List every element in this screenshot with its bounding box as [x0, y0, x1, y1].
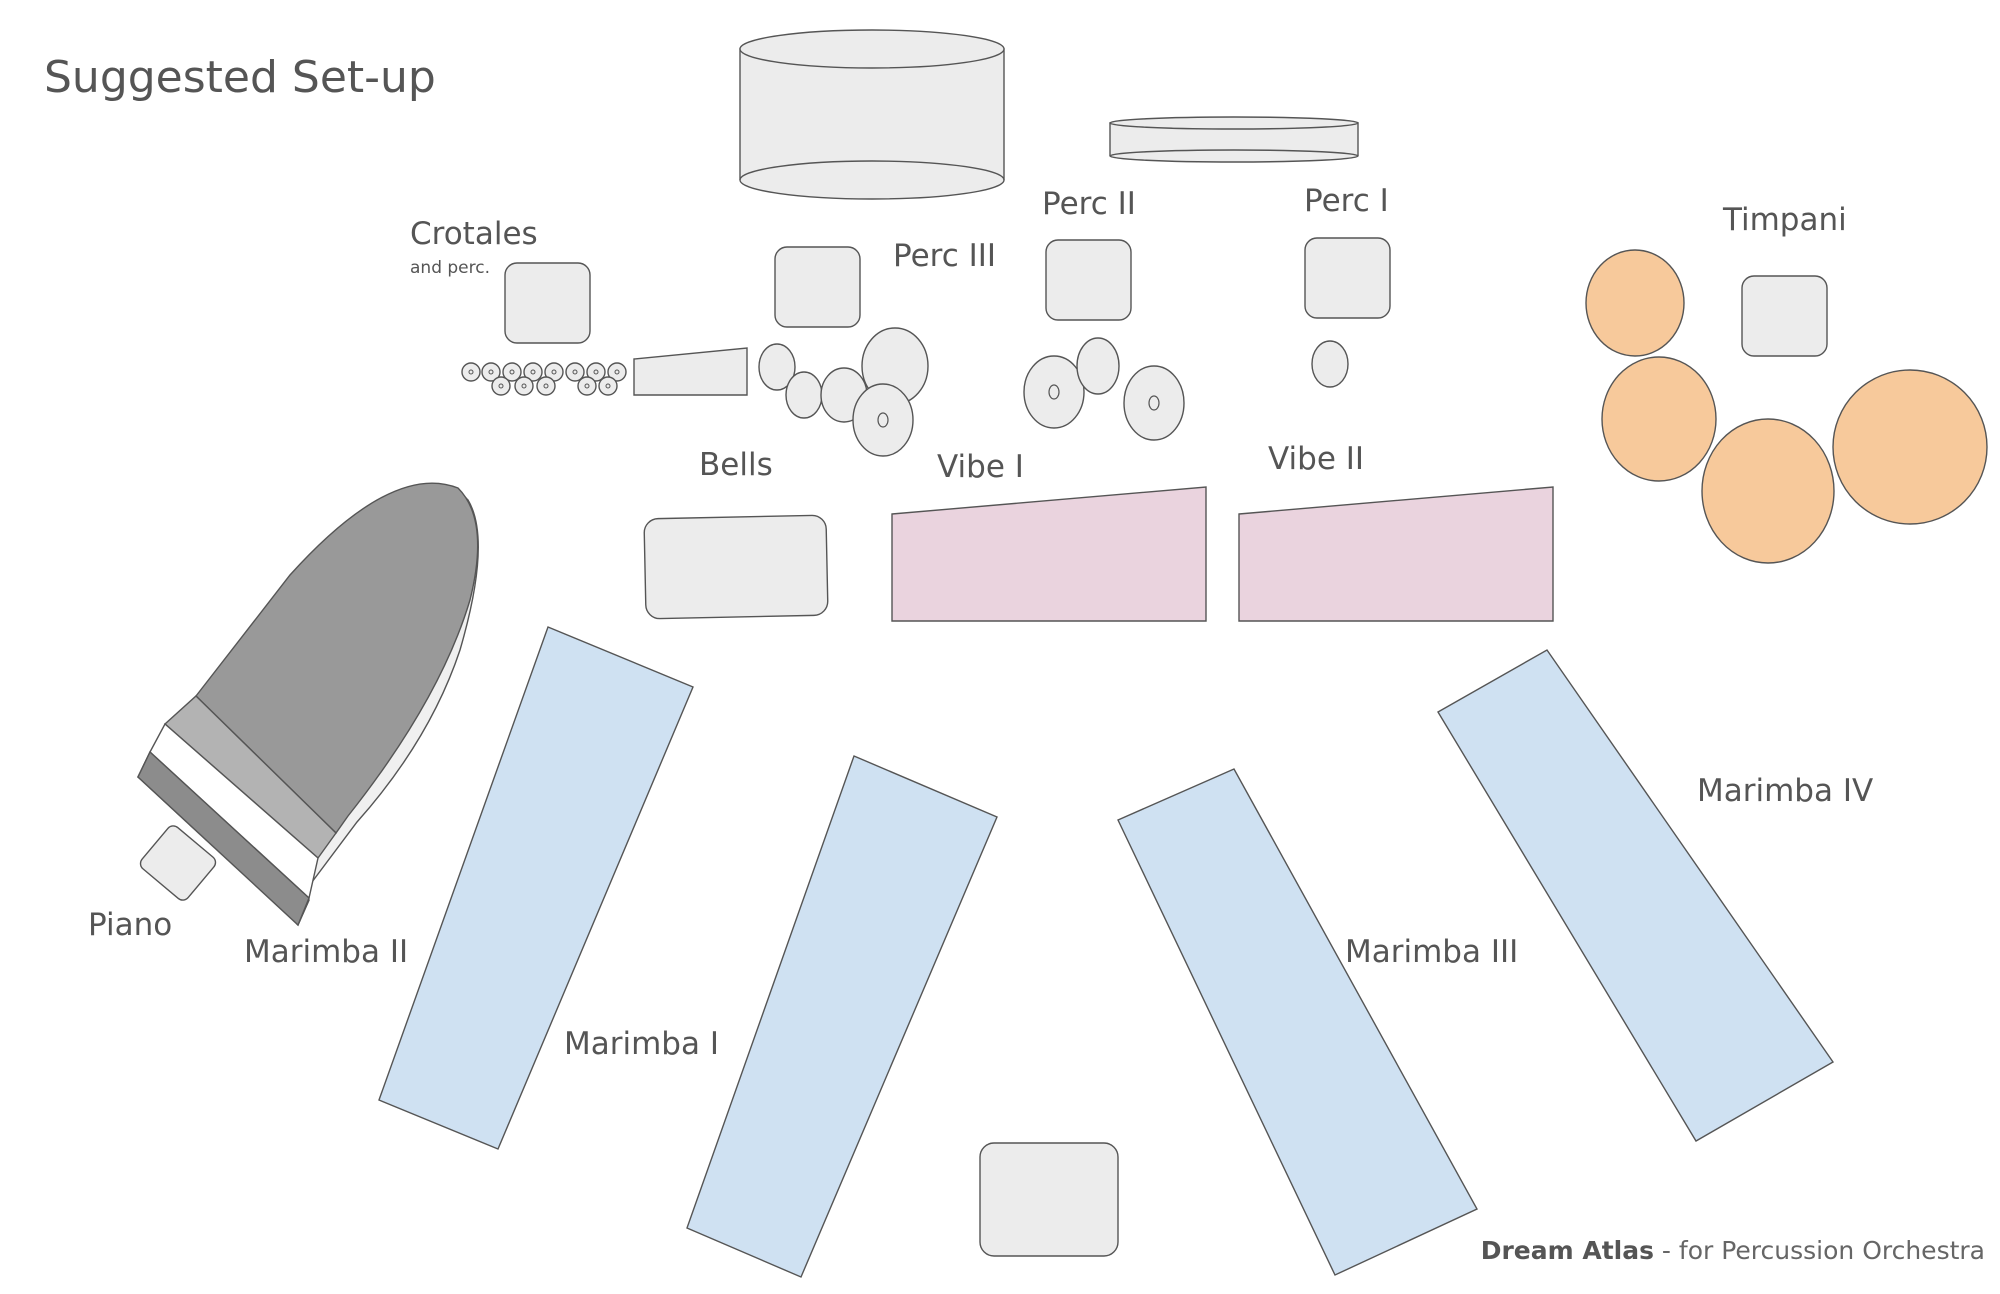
perc-i-stool-icon: [1304, 237, 1391, 319]
timpani-stool-icon: [1741, 275, 1828, 357]
crotales-sub-label: and perc.: [410, 258, 490, 278]
crotales-icon: [461, 362, 627, 396]
perc-iii-label: Perc III: [893, 238, 996, 274]
vibe-i-label: Vibe I: [937, 449, 1024, 485]
marimba-iii-instrument: [1117, 768, 1478, 1276]
marimba-iv-label: Marimba IV: [1697, 773, 1873, 809]
marimba-i-instrument: [686, 755, 998, 1278]
bells-instrument: [643, 514, 829, 620]
bells-label: Bells: [699, 447, 773, 483]
marimba-iii-label: Marimba III: [1345, 934, 1518, 970]
perc-ii-stool-icon: [1045, 239, 1132, 321]
footer-credit: Dream Atlas - for Percussion Orchestra: [1481, 1236, 1985, 1265]
marimba-ii-label: Marimba II: [244, 934, 408, 970]
crotales-stool-icon: [504, 262, 591, 344]
marimba-iv-instrument: [1437, 649, 1835, 1142]
footer-work-title: Dream Atlas: [1481, 1236, 1654, 1265]
vibe-ii-instrument: [1238, 486, 1554, 622]
timpani-label: Timpani: [1722, 202, 1847, 238]
piano-bench-icon: [139, 825, 217, 901]
small-keyboard-icon: [633, 347, 748, 396]
perc-iii-drums-icon: [758, 327, 929, 457]
grand-piano-icon: [136, 482, 479, 927]
piano-label: Piano: [88, 907, 172, 943]
marimba-i-label: Marimba I: [564, 1026, 719, 1062]
perc-iii-stool-icon: [774, 246, 861, 328]
perc-i-drum-icon: [1311, 340, 1349, 388]
marimba-ii-instrument: [378, 626, 694, 1150]
timpani-drums-icon: [1585, 249, 1988, 564]
crotales-label: Crotales: [410, 216, 538, 252]
perc-i-label: Perc I: [1304, 183, 1389, 219]
conductor-stool-icon: [979, 1142, 1119, 1257]
page-title: Suggested Set-up: [44, 52, 436, 103]
perc-ii-label: Perc II: [1042, 186, 1136, 222]
bass-drum-icon: [739, 29, 1005, 200]
perc-ii-cymbals-icon: [1023, 337, 1185, 441]
vibe-i-instrument: [891, 486, 1207, 622]
footer-subtitle: - for Percussion Orchestra: [1654, 1236, 1985, 1265]
vibe-ii-label: Vibe II: [1268, 441, 1364, 477]
gong-icon: [1109, 116, 1359, 163]
